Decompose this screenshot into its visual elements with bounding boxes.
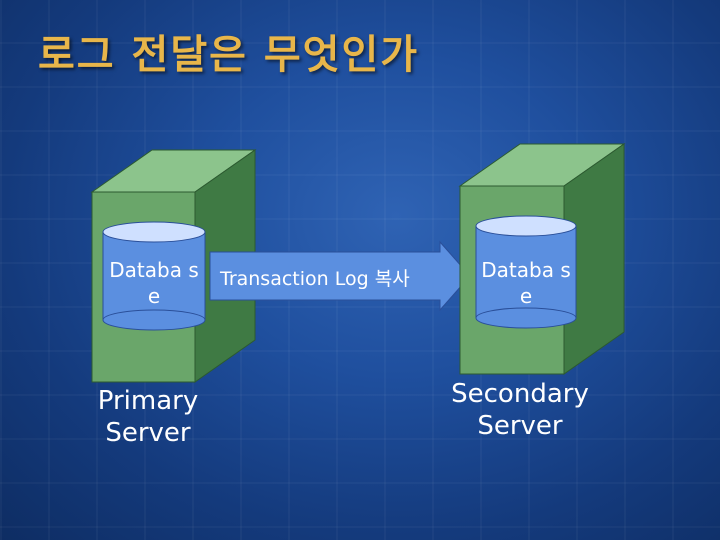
primary-server-label: Primary Server [97, 386, 199, 448]
primary-database-label: Databa se [109, 258, 199, 308]
secondary-server-label: Secondary Server [451, 379, 589, 441]
secondary-database-cylinder [475, 215, 577, 329]
transaction-log-arrow [209, 240, 471, 312]
arrow-label: Transaction Log 복사 [220, 268, 410, 290]
secondary-database-label: Databa se [481, 258, 571, 308]
page-title: 로그 전달은 무엇인가 [38, 32, 420, 78]
primary-database-cylinder [102, 221, 206, 331]
